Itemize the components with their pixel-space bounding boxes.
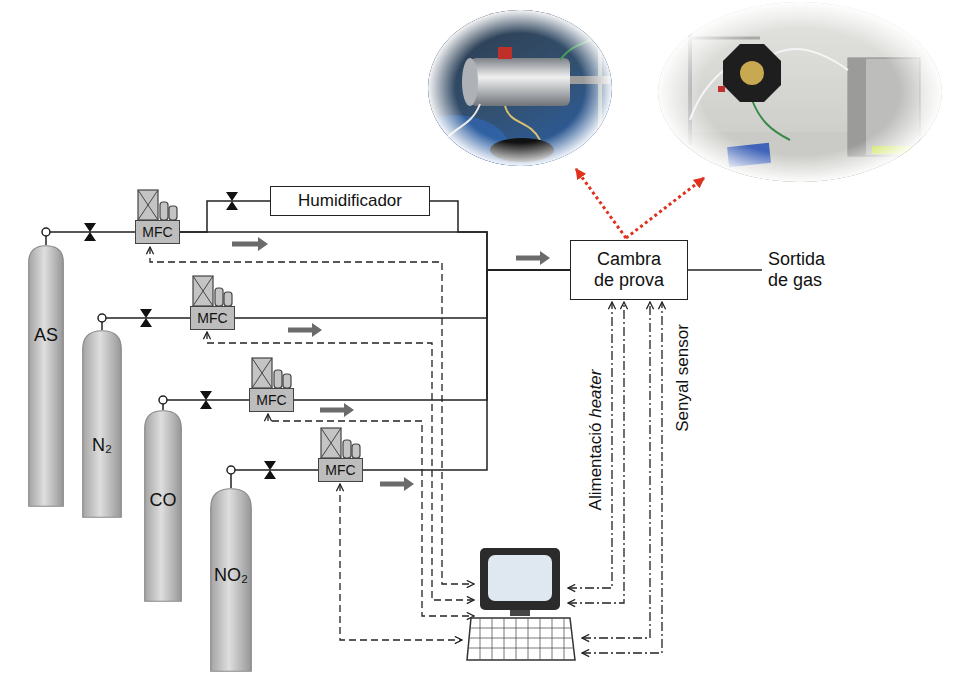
gas-name: NO₂: [214, 565, 248, 586]
photo-pointer: [626, 178, 704, 238]
cylinder-shape: [211, 489, 252, 672]
gas-name: N₂: [92, 435, 112, 456]
test-chamber-box: Cambra de prova: [570, 240, 688, 300]
mfc-icon: [193, 276, 213, 306]
mass-flow-controller: MFC: [318, 458, 363, 482]
photo-right: [655, 0, 945, 192]
mfc-icon: [321, 428, 341, 458]
signal-name: Alimentació: [586, 423, 605, 511]
cylinder-shape: [29, 246, 64, 507]
cylinder-shape: [28, 245, 64, 507]
flow-arrow: [320, 403, 354, 417]
heater-sensor-line: [568, 302, 662, 653]
flow-arrow: [288, 323, 322, 337]
mfc-icon: [352, 444, 360, 458]
computer-icon: [467, 548, 575, 660]
gas-cylinder: NO₂: [210, 488, 252, 672]
gas-pipe: [363, 270, 570, 470]
valve-symbol: [84, 223, 96, 241]
humidifier-box: Humidificador: [270, 186, 430, 216]
cylinder-outlet: [98, 314, 106, 322]
mfc-icon: [283, 374, 291, 388]
computer-icon: [467, 618, 575, 660]
photo-pointer: [576, 169, 626, 238]
cylinder-shape: [83, 331, 122, 518]
mfc-label: MFC: [325, 462, 355, 478]
flow-arrow: [232, 237, 550, 491]
control-signal-line: [150, 247, 474, 584]
control-signal-line: [150, 247, 474, 640]
cylinder-shape: [82, 330, 122, 518]
gas-pipe: [180, 232, 570, 270]
computer-icon: [488, 555, 552, 601]
gas-outlet-line: [688, 270, 762, 271]
computer-icon: [480, 548, 560, 610]
mfc-icon: [138, 190, 158, 220]
control-signal-line: [268, 414, 474, 616]
mfc-icon: [321, 428, 341, 458]
heater-sensor-line: [582, 302, 662, 653]
cylinder-shape: [145, 411, 182, 602]
mfc-icon: [160, 202, 168, 220]
photo-left: [400, 0, 620, 185]
gas-cylinder: N₂: [82, 330, 122, 518]
box-label: Cambra de prova: [589, 249, 669, 290]
mfc-icon: [274, 370, 282, 388]
vertical-signal-label: Senyal sensor: [673, 324, 693, 432]
valve-symbol: [140, 309, 152, 327]
photo-right: [658, 2, 942, 182]
photo-left: [428, 10, 612, 166]
vertical-signal-label: Alimentació heater: [586, 370, 606, 511]
heater-sensor-line: [582, 302, 650, 638]
mfc-icon: [224, 292, 232, 306]
gas-name: AS: [34, 325, 58, 346]
cylinder-outlet: [159, 396, 167, 404]
computer-icon: [468, 618, 574, 660]
gas-cylinder: CO: [144, 410, 182, 602]
gas-pipe: [235, 270, 570, 318]
signal-name: heater: [586, 370, 605, 418]
flow-arrow: [232, 237, 268, 251]
valve-symbol: [200, 391, 212, 409]
computer-icon: [510, 610, 530, 616]
mfc-label: MFC: [197, 310, 227, 326]
mass-flow-controller: MFC: [190, 306, 235, 330]
mass-flow-controller: MFC: [135, 220, 180, 244]
mfc-icon: [252, 358, 272, 388]
mfc-label: MFC: [142, 224, 172, 240]
outlet-label: Sortida de gas: [768, 249, 848, 290]
cylinder-outlet: [42, 228, 50, 236]
gas-outlet-line: [688, 269, 762, 271]
mfc-icon: [252, 358, 272, 388]
photo-left: [420, 0, 620, 180]
photo-right: [655, 0, 945, 185]
control-signal-line: [340, 484, 462, 640]
valve-symbol: [226, 192, 238, 210]
photo-pointer: [576, 169, 704, 238]
gas-cylinder: AS: [28, 245, 64, 507]
cylinder-outlet: [42, 228, 235, 474]
mfc-icon: [343, 440, 351, 458]
gas-pipe: [430, 201, 570, 270]
mass-flow-controller: MFC: [249, 388, 294, 412]
flow-arrow: [380, 477, 414, 491]
valve-symbol: [264, 461, 276, 479]
gas-pipe: [294, 270, 570, 400]
mfc-icon: [193, 276, 213, 306]
signal-name: Senyal sensor: [673, 324, 692, 432]
mfc-label: MFC: [256, 392, 286, 408]
gas-pipe: [180, 201, 270, 232]
heater-sensor-line: [568, 302, 612, 588]
mfc-icon: [169, 206, 177, 220]
mfc-icon: [215, 288, 223, 306]
mfc-icon: [138, 190, 158, 220]
cylinder-outlet: [227, 466, 235, 474]
box-label: Humidificador: [298, 191, 402, 211]
gas-name: CO: [150, 490, 177, 511]
flow-arrow: [516, 251, 550, 265]
heater-sensor-line: [568, 302, 624, 603]
